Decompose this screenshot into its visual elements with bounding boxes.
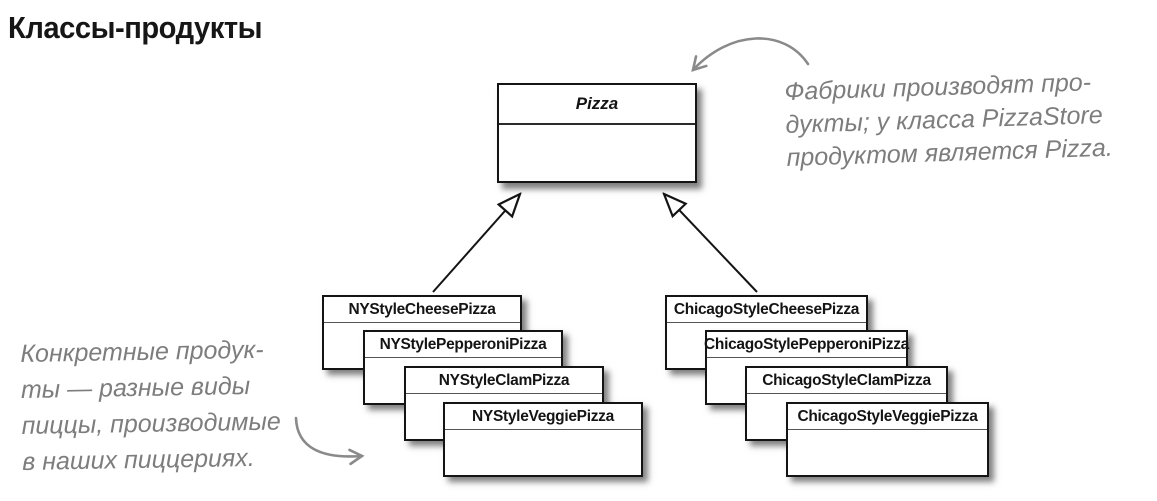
products-annotation-line: ты — разные виды (20, 371, 251, 404)
class-name-chicago-cheese: ChicagoStyleCheesePizza (667, 297, 866, 323)
class-name-ny-clam: NYStyleClamPizza (406, 368, 602, 394)
inheritance-arrow-chicago (664, 194, 758, 293)
pizza-class-name: Pizza (499, 85, 695, 125)
products-annotation-arrow-icon (294, 416, 365, 466)
factory-annotation-arrow-icon (691, 37, 810, 72)
products-annotation: Конкретные продук- ты — разные виды пицц… (20, 331, 282, 480)
class-box-ny-veggie: NYStyleVeggiePizza (443, 402, 643, 477)
class-box-chicago-veggie: ChicagoStyleVeggiePizza (786, 402, 989, 477)
page-title: Классы-продукты (8, 10, 263, 45)
class-name-chicago-veggie: ChicagoStyleVeggiePizza (788, 404, 987, 430)
class-name-ny-cheese: NYStyleCheesePizza (324, 297, 520, 323)
class-name-chicago-pepperoni: ChicagoStylePepperoniPizza (704, 332, 909, 358)
class-name-chicago-clam: ChicagoStyleClamPizza (747, 368, 946, 394)
products-annotation-line: пиццы, производимые (21, 407, 281, 440)
factory-annotation: Фабрики производят про- дукты; у класса … (784, 66, 1113, 175)
class-name-ny-pepperoni: NYStylePepperoniPizza (365, 332, 561, 358)
class-name-ny-veggie: NYStyleVeggiePizza (445, 404, 641, 430)
pizza-class-box: Pizza (497, 83, 697, 183)
products-annotation-line: Конкретные продук- (20, 335, 264, 368)
inheritance-arrow-ny (432, 194, 520, 293)
products-annotation-line: в наших пиццериях. (21, 443, 255, 476)
